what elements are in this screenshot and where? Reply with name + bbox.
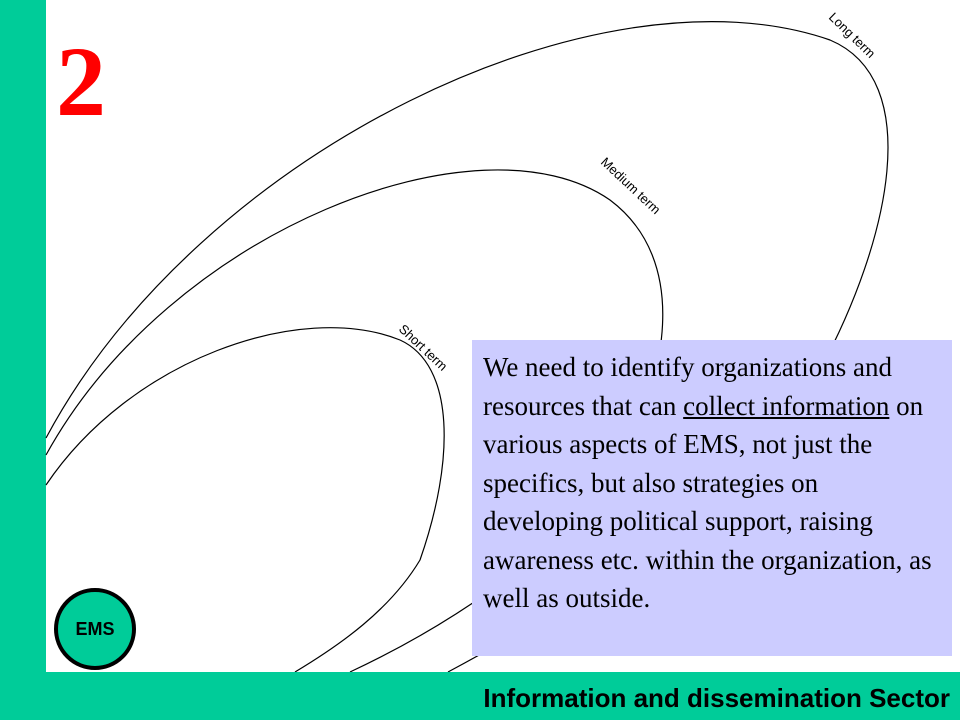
footer-bar <box>0 672 960 720</box>
info-text-start: We need to identify organizations and re… <box>483 352 892 421</box>
info-text-end: on various aspects of EMS, not just the … <box>483 390 932 614</box>
short-term-label: Short term <box>396 321 451 374</box>
medium-term-label: Medium term <box>598 154 664 217</box>
info-text-underlined: collect information <box>683 390 890 421</box>
ems-label: EMS <box>75 618 115 639</box>
footer-title: Information and dissemination Sector <box>483 683 950 713</box>
left-accent-bar <box>0 0 46 720</box>
slide-number: 2 <box>56 26 106 137</box>
ems-circle: EMS <box>54 588 136 670</box>
info-text-box: We need to identify organizations and re… <box>472 340 952 656</box>
